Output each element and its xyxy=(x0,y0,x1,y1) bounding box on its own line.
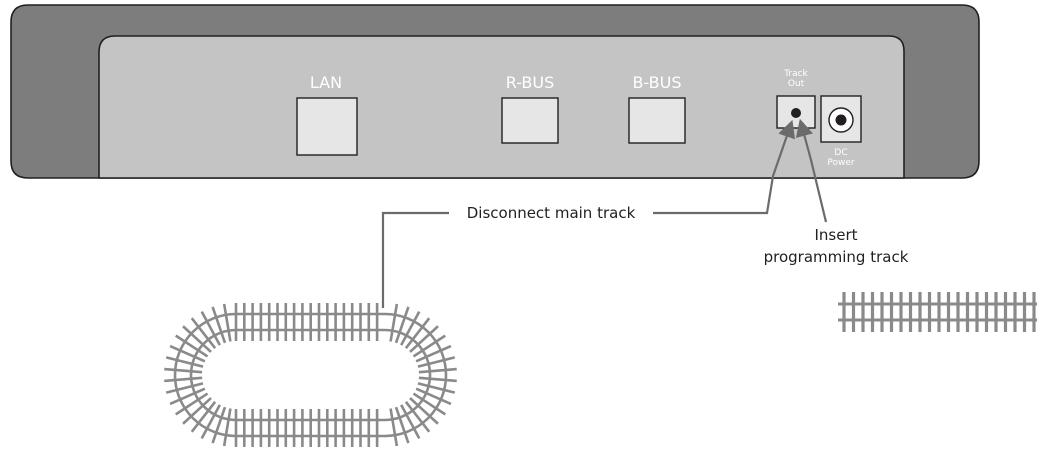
sleeper xyxy=(418,367,457,374)
sleeper xyxy=(409,325,439,353)
sleeper xyxy=(389,303,399,342)
sleeper xyxy=(190,401,217,433)
sleeper xyxy=(211,306,227,344)
disconnect-leader-left xyxy=(381,211,449,308)
rbus-port[interactable]: R-BUS xyxy=(501,73,559,144)
main-track-oval xyxy=(164,303,457,447)
insert-label-line1: Insert xyxy=(814,226,857,244)
lan-label: LAN xyxy=(310,73,342,92)
sleeper xyxy=(200,404,221,439)
sleeper xyxy=(409,397,439,425)
sleeper xyxy=(412,334,446,358)
insert-arrow xyxy=(795,118,828,223)
sleeper xyxy=(400,311,421,346)
sleeper xyxy=(165,356,204,368)
rbus-label: R-BUS xyxy=(506,73,555,92)
sleeper xyxy=(175,334,209,358)
sleeper xyxy=(418,376,457,383)
sleeper xyxy=(412,392,446,416)
sleeper xyxy=(415,387,452,406)
sleeper xyxy=(164,376,203,383)
sleeper xyxy=(200,311,221,346)
command-station: LAN R-BUS B-BUS Track Out DC xyxy=(10,4,980,179)
bbus-port[interactable]: B-BUS xyxy=(628,73,686,144)
sleeper xyxy=(417,382,456,394)
sleeper xyxy=(404,317,431,349)
insert-label-line2: programming track xyxy=(764,248,909,266)
sleeper xyxy=(415,344,452,363)
socket-icon xyxy=(791,108,801,118)
lan-port[interactable]: LAN xyxy=(296,73,358,156)
disconnect-arrow xyxy=(653,119,795,215)
sleeper xyxy=(165,382,204,394)
dc-power-label-line2: Power xyxy=(827,158,855,168)
sleeper xyxy=(222,408,232,447)
sleeper xyxy=(222,303,232,342)
sleeper xyxy=(417,356,456,368)
bbus-label: B-BUS xyxy=(632,73,681,92)
sleeper xyxy=(182,325,212,353)
sleeper xyxy=(389,408,399,447)
sleeper xyxy=(394,306,410,344)
lan-socket[interactable] xyxy=(296,97,358,156)
sleeper xyxy=(190,317,217,349)
sleeper xyxy=(404,401,431,433)
rbus-socket[interactable] xyxy=(501,97,559,144)
sleeper xyxy=(169,387,206,406)
insert-callout: Insert programming track xyxy=(764,118,909,266)
rail xyxy=(173,312,448,438)
track-out-label-line1: Track xyxy=(783,69,808,79)
sleeper xyxy=(175,392,209,416)
dc-power-label-line1: DC xyxy=(834,148,847,158)
disconnect-callout: Disconnect main track xyxy=(381,119,795,308)
sleeper xyxy=(169,344,206,363)
bbus-socket[interactable] xyxy=(628,97,686,144)
sleeper xyxy=(164,367,203,374)
track-out-label-line2: Out xyxy=(788,79,805,89)
sleeper xyxy=(394,406,410,444)
programming-track xyxy=(838,292,1037,332)
sleeper xyxy=(400,404,421,439)
sleeper xyxy=(211,406,227,444)
dc-power-port[interactable]: DC Power xyxy=(820,95,862,168)
rail xyxy=(189,328,432,422)
disconnect-label: Disconnect main track xyxy=(467,204,636,222)
dc-jack-icon xyxy=(828,107,854,133)
sleeper xyxy=(182,397,212,425)
